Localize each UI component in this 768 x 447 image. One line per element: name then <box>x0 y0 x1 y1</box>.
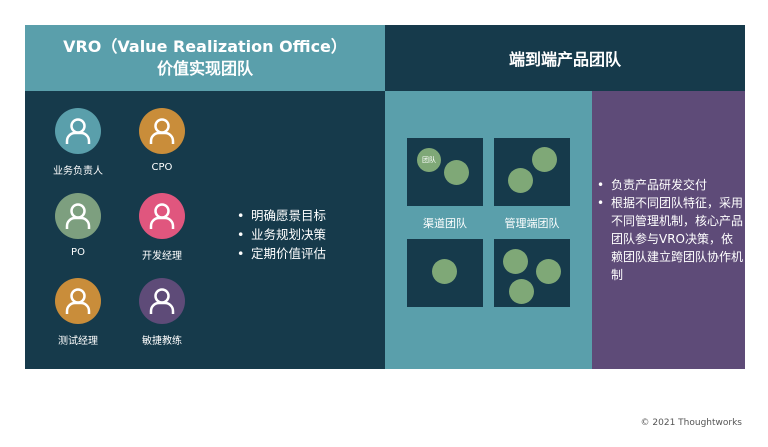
team-box-channel: 团队 <box>407 138 483 206</box>
role-cpo: CPO <box>127 108 197 173</box>
role-label: 业务负责人 <box>53 166 103 177</box>
person-icon <box>55 278 101 324</box>
member-dot <box>509 279 534 304</box>
vro-header: VRO（Value Realization Office） 价值实现团队 <box>25 25 385 91</box>
vro-title: VRO（Value Realization Office） <box>63 37 347 56</box>
person-icon <box>139 108 185 154</box>
member-dot <box>432 259 457 284</box>
e2e-header: 端到端产品团队 <box>385 25 745 91</box>
vro-bullet: 业务规划决策 <box>237 225 326 244</box>
member-dot <box>444 160 469 185</box>
role-label: 敏捷教练 <box>142 336 182 347</box>
team-label: 渠道团队 <box>423 217 467 230</box>
role-business-owner: 业务负责人 <box>43 108 113 177</box>
team-label: 管理端团队 <box>504 217 560 230</box>
member-dot <box>508 168 533 193</box>
team-box-3 <box>407 239 483 307</box>
teams-panel <box>385 91 592 369</box>
person-icon <box>139 193 185 239</box>
e2e-title: 端到端产品团队 <box>508 50 621 69</box>
copyright: © 2021 Thoughtworks <box>640 418 742 428</box>
e2e-bullet: 根据不同团队特征，采用不同管理机制，核心产品团队参与VRO决策，依赖团队建立跨团… <box>597 194 743 284</box>
role-test-manager: 测试经理 <box>43 278 113 347</box>
person-icon <box>139 278 185 324</box>
role-label: 开发经理 <box>142 251 182 262</box>
role-label: CPO <box>151 162 173 173</box>
vro-subtitle: 价值实现团队 <box>156 59 253 78</box>
team-box-admin <box>494 138 570 206</box>
team-badge: 团队 <box>417 148 441 172</box>
person-icon <box>55 193 101 239</box>
member-dot <box>532 147 557 172</box>
e2e-bullet: 负责产品研发交付 <box>597 176 743 194</box>
role-label: 测试经理 <box>58 336 98 347</box>
role-label: PO <box>71 247 85 258</box>
vro-bullet: 定期价值评估 <box>237 244 326 263</box>
team-box-4 <box>494 239 570 307</box>
person-icon <box>55 108 101 154</box>
role-po: PO <box>43 193 113 258</box>
role-agile-coach: 敏捷教练 <box>127 278 197 347</box>
vro-bullet: 明确愿景目标 <box>237 206 326 225</box>
member-dot <box>536 259 561 284</box>
vro-bullet-list: 明确愿景目标 业务规划决策 定期价值评估 <box>237 206 326 263</box>
e2e-bullet-list: 负责产品研发交付 根据不同团队特征，采用不同管理机制，核心产品团队参与VRO决策… <box>597 176 743 284</box>
member-dot <box>503 249 528 274</box>
role-dev-manager: 开发经理 <box>127 193 197 262</box>
